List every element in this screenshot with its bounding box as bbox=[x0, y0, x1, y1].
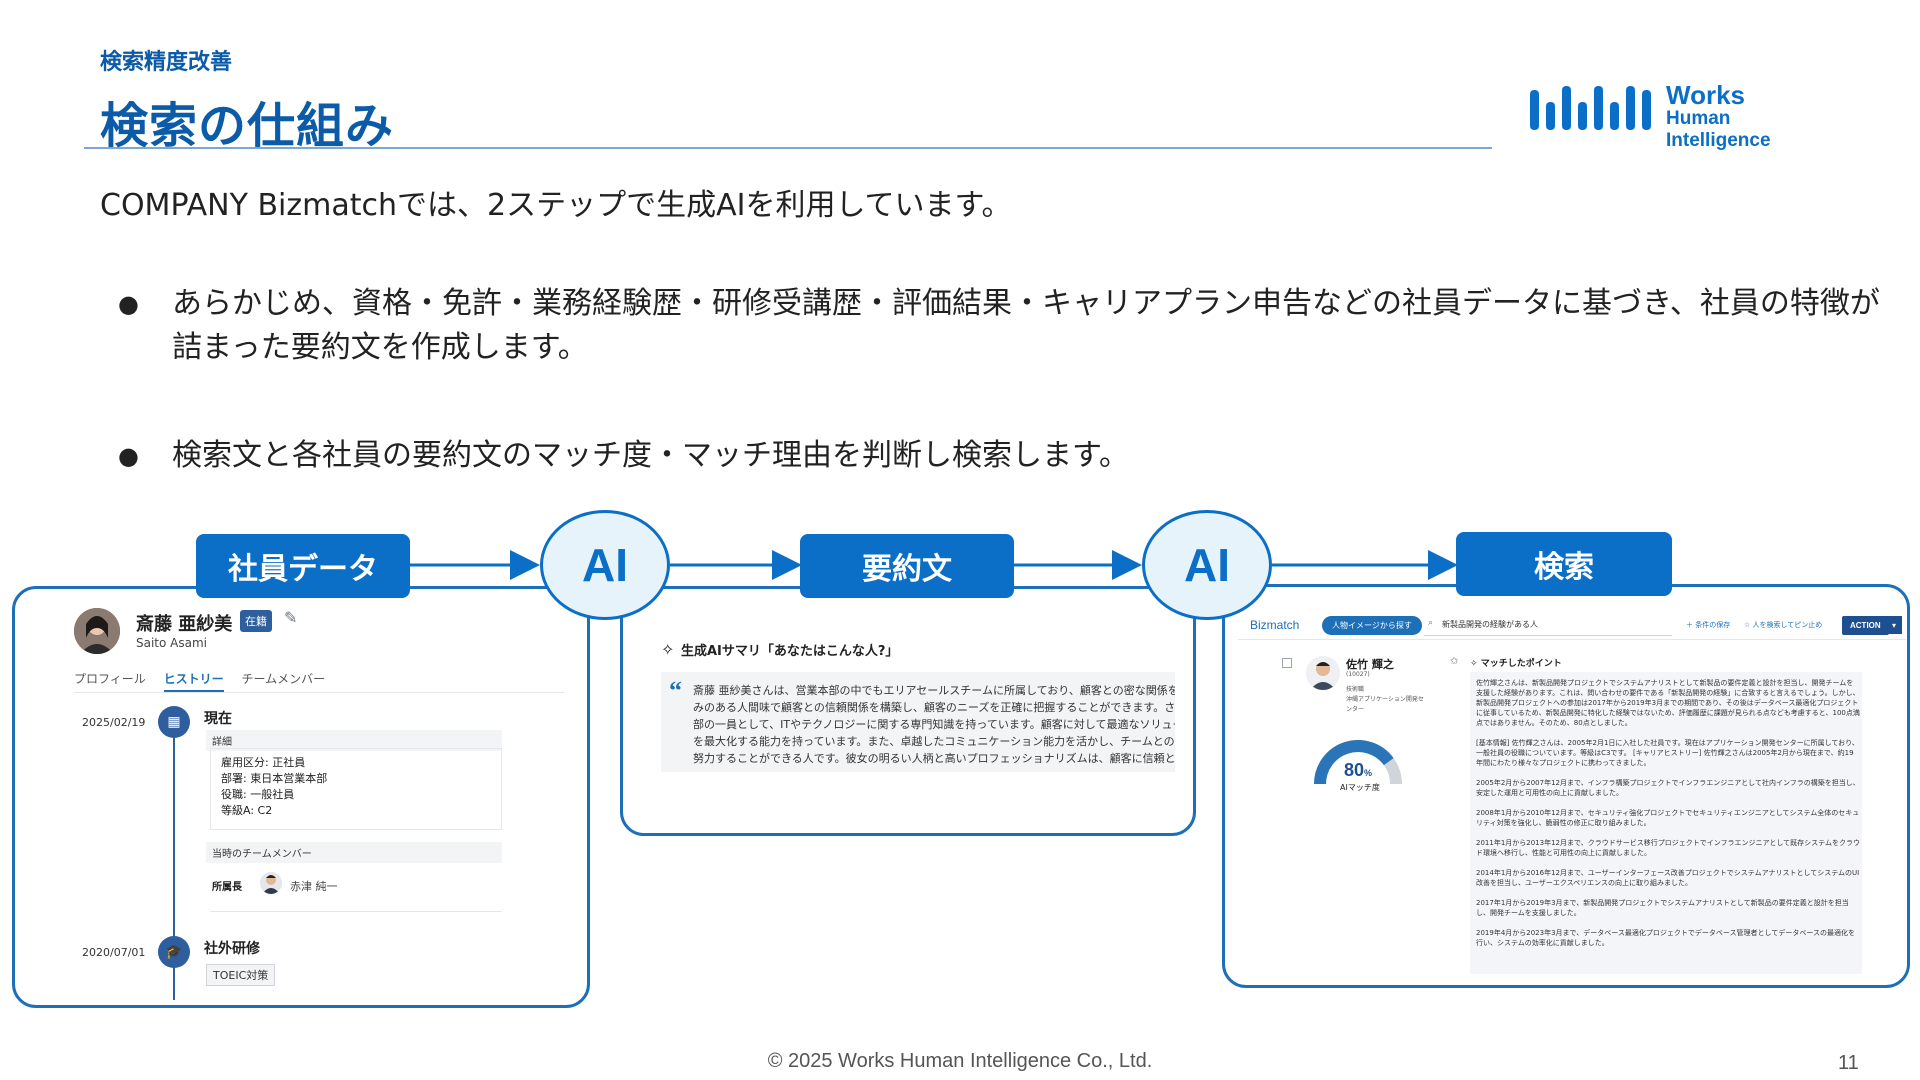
employee-name-roman: Saito Asami bbox=[136, 636, 207, 650]
select-checkbox[interactable] bbox=[1282, 658, 1292, 668]
tab-team-members[interactable]: チームメンバー bbox=[241, 672, 325, 686]
detail-line: 役職: 一般社員 bbox=[221, 787, 491, 803]
gauge-label: AIマッチ度 bbox=[1340, 782, 1380, 793]
employee-name: 斎藤 亜紗美 bbox=[136, 610, 232, 636]
summary-text: 斎藤 亜紗美さんは、営業本部の中でもエリアセールスチームに所属しており、顧客との… bbox=[693, 682, 1173, 767]
candidate-dept: ンター bbox=[1346, 704, 1364, 713]
training-tag: TOEIC対策 bbox=[206, 964, 275, 986]
sparkle-icon: ✧ bbox=[661, 640, 674, 659]
save-condition-link[interactable]: ＋ 条件の保存 bbox=[1686, 620, 1730, 630]
status-badge: 在籍 bbox=[240, 610, 272, 632]
summary-heading: ✧ 生成AIサマリ「あなたはこんな人?」 bbox=[661, 640, 898, 659]
timeline-title: 現在 bbox=[204, 708, 232, 728]
candidate-role: 技術職 bbox=[1346, 684, 1364, 693]
candidate-id: (10027) bbox=[1346, 671, 1370, 678]
match-points-box: 佐竹輝之さんは、新製品開発プロジェクトでシステムアナリストとして新製品の要件定義… bbox=[1470, 672, 1862, 974]
summary-line: を最大化する能力を持っています。また、卓越したコミュニケーション能力を活かし、チ… bbox=[693, 733, 1173, 750]
match-paragraph: 2011年1月から2013年12月まで、クラウドサービス移行プロジェクトでインフ… bbox=[1476, 838, 1860, 858]
match-paragraph: 2008年1月から2010年12月まで、セキュリティ強化プロジェクトでセキュリテ… bbox=[1476, 808, 1860, 828]
summary-heading-text: 生成AIサマリ「あなたはこんな人?」 bbox=[681, 644, 898, 659]
footer-copyright: © 2025 Works Human Intelligence Co., Ltd… bbox=[0, 1050, 1920, 1073]
action-button[interactable]: ACTION bbox=[1842, 616, 1889, 635]
ai-match-gauge: 80% bbox=[1312, 728, 1404, 788]
timeline-date: 2020/07/01 bbox=[82, 946, 145, 959]
gauge-score-unit: % bbox=[1364, 768, 1372, 778]
detail-line: 部署: 東日本営業本部 bbox=[221, 771, 491, 787]
step-search: 検索 bbox=[1456, 532, 1672, 596]
match-paragraph: 2017年1月から2019年3月まで、新製品開発プロジェクトでシステムアナリスト… bbox=[1476, 898, 1860, 918]
tabs-divider bbox=[74, 692, 564, 693]
match-text: 佐竹輝之さんは、新製品開発プロジェクトでシステムアナリストとして新製品の要件定義… bbox=[1476, 678, 1860, 958]
pin-icon[interactable]: ✩ bbox=[1450, 656, 1458, 667]
timeline-title: 社外研修 bbox=[204, 938, 260, 958]
bizmatch-toolbar: Bizmatch 人物イメージから探す ⌕ 新製品開発の経験がある人 ＋ 条件の… bbox=[1238, 612, 1906, 640]
detail-box: 雇用区分: 正社員 部署: 東日本営業本部 役職: 一般社員 等級A: C2 bbox=[210, 748, 502, 830]
pin-person-link[interactable]: ☆ 人を検索してピン止め bbox=[1744, 620, 1822, 630]
summary-body: “ 斎藤 亜紗美さんは、営業本部の中でもエリアセールスチームに所属しており、顧客… bbox=[661, 672, 1175, 772]
detail-line: 等級A: C2 bbox=[221, 803, 491, 819]
match-paragraph: 佐竹輝之さんは、新製品開発プロジェクトでシステムアナリストとして新製品の要件定義… bbox=[1476, 678, 1860, 728]
match-paragraph: 2019年4月から2023年3月まで、データベース最適化プロジェクトでデータベー… bbox=[1476, 928, 1860, 948]
gauge-score-value: 80 bbox=[1344, 760, 1364, 780]
candidate-dept: 沖縄アプリケーション開発セ bbox=[1346, 694, 1424, 703]
profile-tabs: プロフィール ヒストリー チームメンバー bbox=[74, 670, 339, 687]
chevron-down-icon[interactable]: ▾ bbox=[1886, 616, 1902, 634]
summary-line: 部の一員として、ITやテクノロジーに関する専門知識を持っています。顧客に対して最… bbox=[693, 716, 1173, 733]
edit-icon[interactable]: ✎ bbox=[284, 608, 297, 627]
search-query: 新製品開発の経験がある人 bbox=[1442, 620, 1538, 629]
match-paragraph: 2005年2月から2007年12月まで、インフラ構築プロジェクトでインフラエンジ… bbox=[1476, 778, 1860, 798]
tab-history[interactable]: ヒストリー bbox=[164, 672, 224, 692]
team-member-name[interactable]: 赤津 純一 bbox=[290, 878, 338, 894]
search-input[interactable]: ⌕ 新製品開発の経験がある人 bbox=[1424, 614, 1672, 636]
team-member-row: 所属長 赤津 純一 bbox=[210, 862, 502, 912]
gauge-score: 80% bbox=[1344, 760, 1372, 780]
building-icon: ▦ bbox=[158, 706, 190, 738]
ai-node-2: AI bbox=[1142, 510, 1272, 620]
summary-line: みのある人間味で顧客との信頼関係を構築し、顧客のニーズを正確に把握することができ… bbox=[693, 699, 1173, 716]
section-heading: 当時のチームメンバー bbox=[206, 842, 502, 863]
match-paragraph: 2014年1月から2016年12月まで、ユーザーインターフェース改善プロジェクト… bbox=[1476, 868, 1860, 888]
match-points-heading: ✧ マッチしたポイント bbox=[1470, 656, 1562, 669]
timeline-date: 2025/02/19 bbox=[82, 716, 145, 729]
summary-line: 斎藤 亜紗美さんは、営業本部の中でもエリアセールスチームに所属しており、顧客との… bbox=[693, 682, 1173, 699]
avatar bbox=[1306, 656, 1340, 690]
detail-line: 雇用区分: 正社員 bbox=[221, 755, 491, 771]
search-mode-pill[interactable]: 人物イメージから探す bbox=[1322, 616, 1422, 635]
match-paragraph: [基本情報] 佐竹輝之さんは、2005年2月1日に入社した社員です。現在はアプリ… bbox=[1476, 738, 1860, 768]
step-employee-data: 社員データ bbox=[196, 534, 410, 598]
page-number: 11 bbox=[1838, 1052, 1859, 1075]
bizmatch-logo: Bizmatch bbox=[1250, 618, 1299, 632]
tab-profile[interactable]: プロフィール bbox=[74, 672, 146, 686]
candidate-name[interactable]: 佐竹 輝之 bbox=[1346, 656, 1394, 672]
avatar bbox=[260, 872, 282, 894]
ai-summary-card: ✧ 生成AIサマリ「あなたはこんな人?」 “ 斎藤 亜紗美さんは、営業本部の中で… bbox=[655, 628, 1175, 798]
match-heading-text: マッチしたポイント bbox=[1481, 659, 1562, 669]
graduation-icon: 🎓 bbox=[158, 936, 190, 968]
summary-line: 努力することができる人です。彼女の明るい人柄と高いプロフェッショナリズムは、顧客… bbox=[693, 750, 1173, 767]
quote-icon: “ bbox=[669, 676, 682, 706]
team-role: 所属長 bbox=[212, 878, 242, 893]
step-summary: 要約文 bbox=[800, 534, 1014, 598]
search-icon: ⌕ bbox=[1428, 618, 1433, 628]
sparkle-icon: ✧ bbox=[1470, 659, 1478, 669]
avatar bbox=[74, 608, 120, 654]
employee-profile-card: 斎藤 亜紗美 在籍 ✎ Saito Asami プロフィール ヒストリー チーム… bbox=[40, 600, 564, 1000]
